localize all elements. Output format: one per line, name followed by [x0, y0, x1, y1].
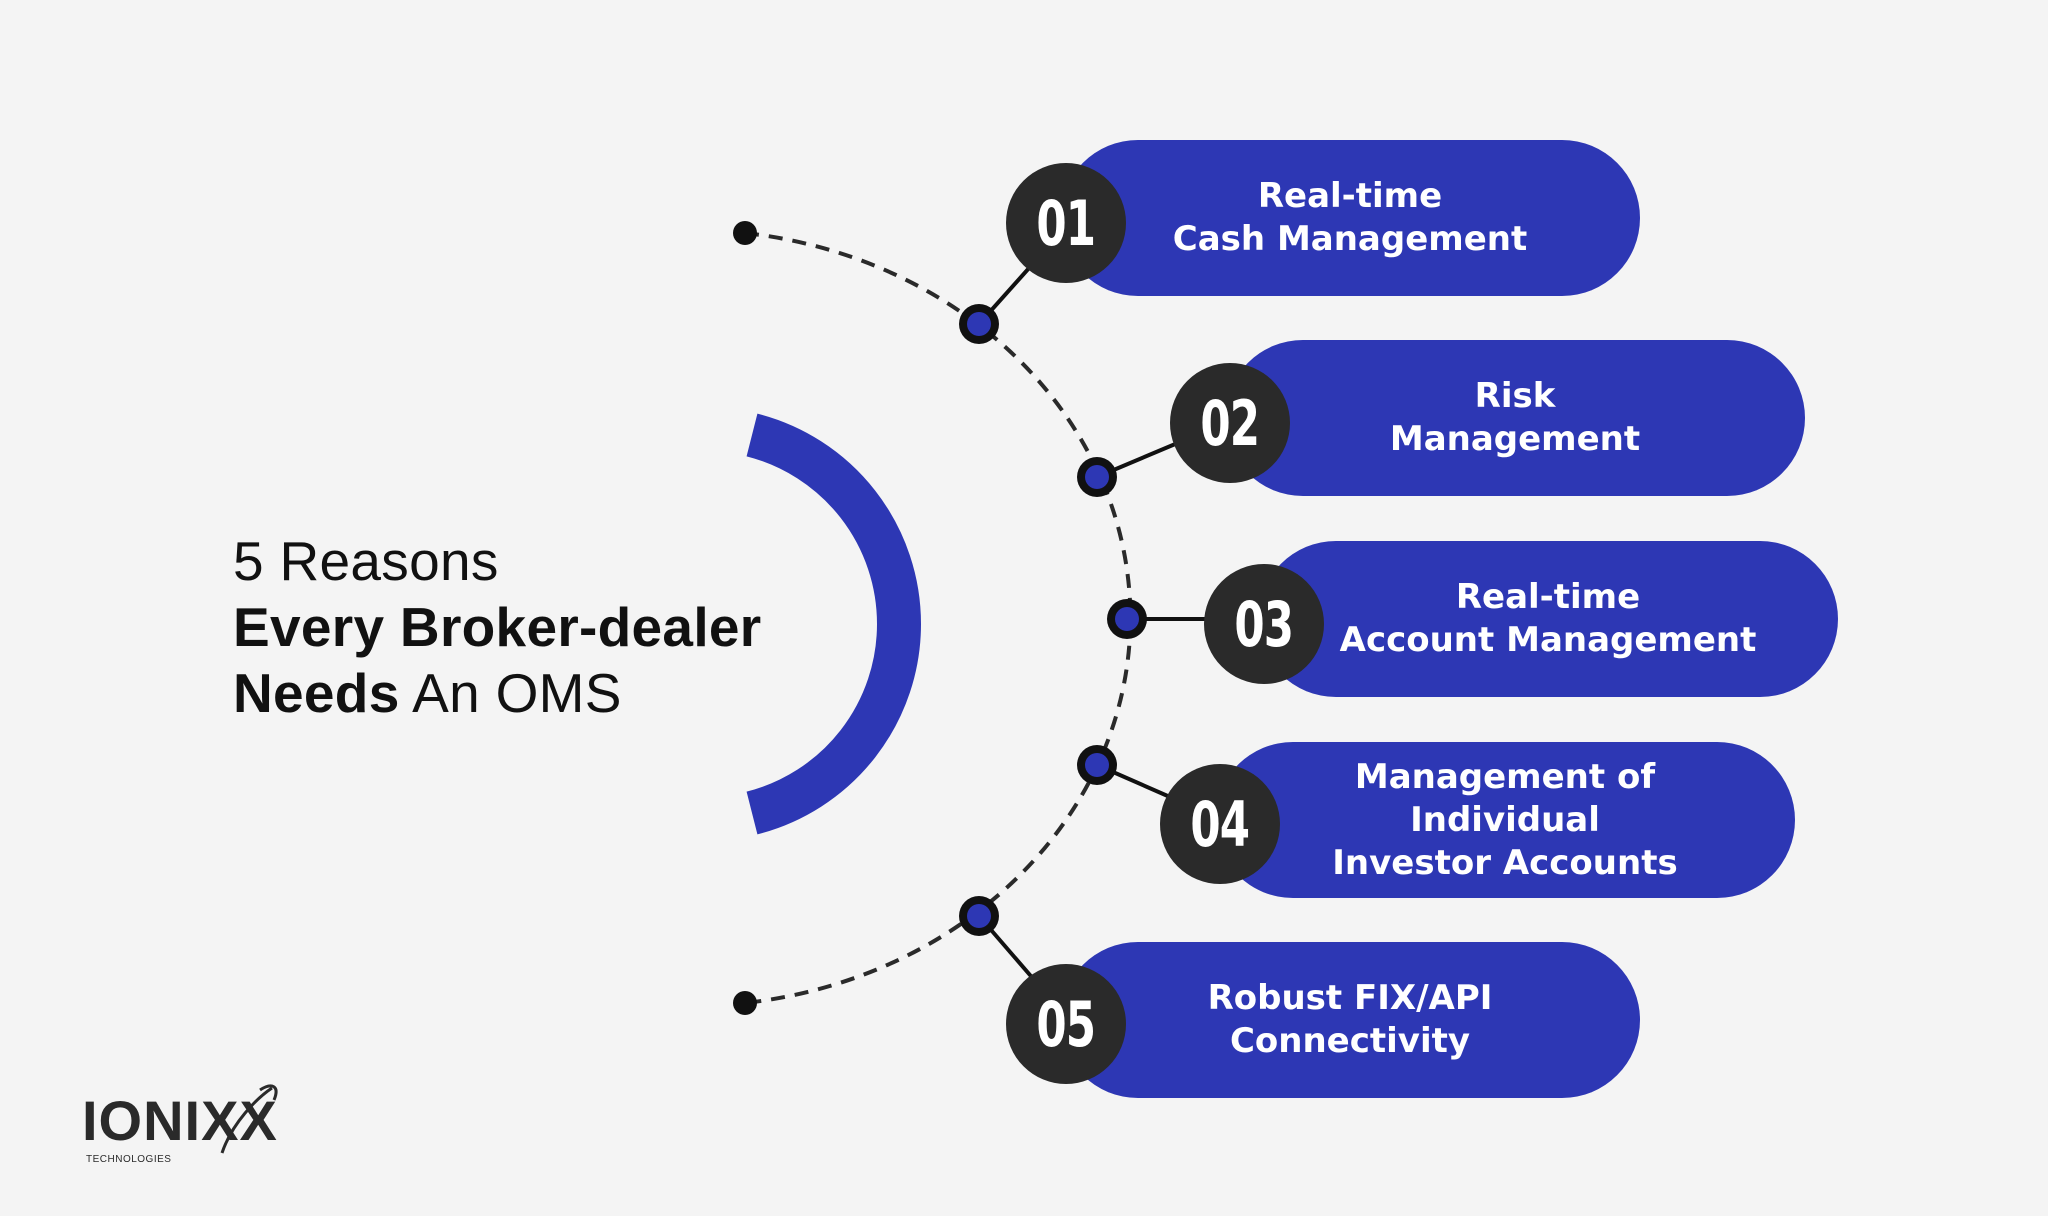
reason-number-3-text: 03 [1234, 587, 1295, 661]
reason-pill-1: Real-time Cash Management [1060, 140, 1640, 296]
reason-number-1: 01 [1006, 163, 1126, 283]
headline-line-1: 5 Reasons [233, 530, 499, 592]
headline-line-2: Every Broker-dealer [233, 596, 762, 658]
arc-node-5 [959, 896, 999, 936]
reason-3-line-1: Real-time [1455, 577, 1641, 617]
logo-subtitle: TECHNOLOGIES [86, 1154, 172, 1165]
ionixx-logo: IONIXX TECHNOLOGIES [82, 1068, 302, 1168]
reason-5-line-2: Connectivity [1229, 1021, 1471, 1061]
reason-3-line-2: Account Management [1339, 620, 1757, 660]
reason-number-4-text: 04 [1190, 787, 1251, 861]
arc-node-2 [1077, 457, 1117, 497]
arc-node-1 [959, 304, 999, 344]
reason-pill-5: Robust FIX/API Connectivity [1060, 942, 1640, 1098]
reason-2-line-2: Management [1389, 419, 1641, 459]
reason-pill-3: Real-time Account Management [1258, 541, 1838, 697]
reason-2-line-1: Risk [1474, 376, 1556, 416]
reason-4-line-2: Individual [1410, 799, 1600, 840]
arc-end-dot-bottom [733, 991, 757, 1015]
arc-node-4 [1077, 745, 1117, 785]
headline-line-3: Needs An OMS [233, 660, 762, 726]
headline-line-3-light: An OMS [399, 662, 622, 724]
reason-number-5: 05 [1006, 964, 1126, 1084]
reason-number-2-text: 02 [1200, 386, 1261, 460]
reason-1-line-2: Cash Management [1172, 219, 1528, 259]
arc-node-3 [1107, 599, 1147, 639]
headline-line-3-bold: Needs [233, 662, 400, 724]
reason-pill-2: Risk Management [1225, 340, 1805, 496]
reason-4-line-3: Investor Accounts [1332, 842, 1678, 883]
reason-1-line-1: Real-time [1257, 176, 1443, 216]
half-ring [746, 413, 921, 835]
reason-number-3: 03 [1204, 564, 1324, 684]
reason-number-4: 04 [1160, 764, 1280, 884]
reason-5-line-1: Robust FIX/API [1207, 978, 1493, 1018]
logo-wordmark: IONIXX [82, 1089, 278, 1152]
arc-end-dot-top [733, 221, 757, 245]
reason-number-1-text: 01 [1036, 186, 1097, 260]
reason-pill-4: Management of Individual Investor Accoun… [1215, 742, 1795, 898]
reason-4-line-1: Management of [1354, 756, 1656, 797]
headline: 5 Reasons Every Broker-dealer Needs An O… [233, 528, 762, 726]
logo-orbit-icon [220, 1084, 278, 1154]
reason-number-5-text: 05 [1036, 987, 1097, 1061]
reason-number-2: 02 [1170, 363, 1290, 483]
dashed-arc [744, 231, 1133, 1005]
